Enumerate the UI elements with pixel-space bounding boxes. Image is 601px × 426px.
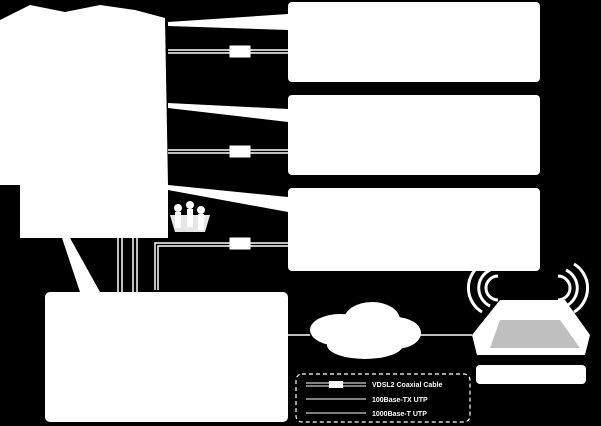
coax-box-2 <box>229 145 251 158</box>
wifi-signal-icon <box>466 262 590 314</box>
connections <box>62 14 472 336</box>
legend-label-vdsl2: VDSL2 Coaxial Cable <box>372 382 443 389</box>
legend-item-vdsl2: VDSL2 Coaxial Cable <box>306 381 443 389</box>
unit-box-1 <box>288 2 540 82</box>
legend-item-100base-tx: 100Base-TX UTP <box>306 397 428 404</box>
building-roof <box>0 5 168 238</box>
legend: VDSL2 Coaxial Cable 100Base-TX UTP 1000B… <box>295 373 471 423</box>
unit-box-3 <box>288 188 540 271</box>
legend-label-100base-tx: 100Base-TX UTP <box>372 397 428 404</box>
legend-item-1000base-t: 1000Base-T UTP <box>306 411 427 418</box>
apartment-building-icon <box>0 5 168 238</box>
wireless-router-icon <box>466 262 590 384</box>
building-base <box>20 185 168 238</box>
router-base-plate <box>476 365 586 384</box>
legend-box <box>295 373 471 423</box>
main-equipment-box <box>45 292 288 422</box>
network-cloud-icon <box>310 302 421 359</box>
coax-box-1 <box>229 45 251 58</box>
coax-box-3 <box>229 237 251 250</box>
unit-box-2 <box>288 95 540 175</box>
legend-label-1000base-t: 1000Base-T UTP <box>372 411 427 418</box>
apartment-unit-box-icon <box>288 2 540 271</box>
residents-icon <box>170 201 210 232</box>
